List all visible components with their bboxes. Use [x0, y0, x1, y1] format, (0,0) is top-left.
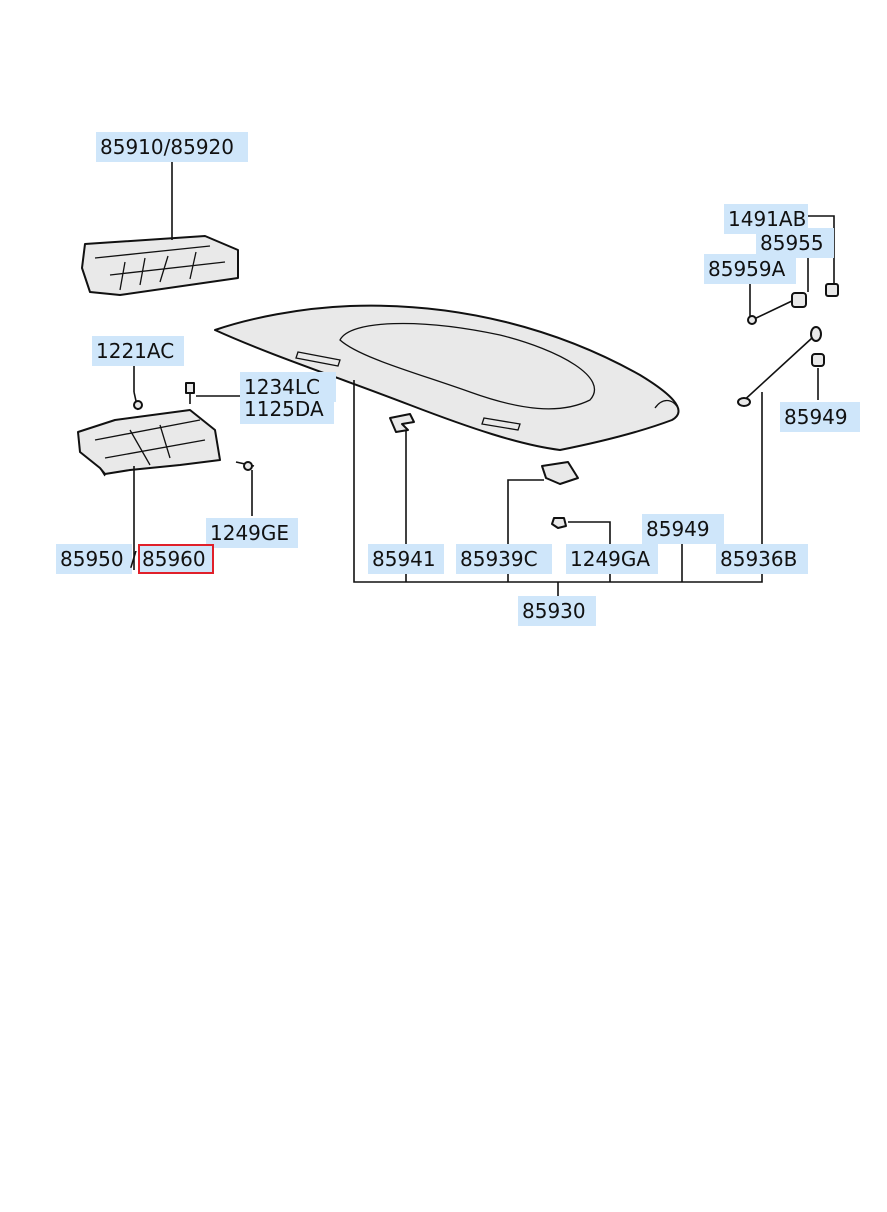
hinge-85939C[interactable] — [541, 461, 579, 485]
label-85950[interactable]: 85950 — [56, 544, 132, 574]
speaker-grille-part[interactable] — [81, 235, 239, 296]
bolt-1234LC[interactable] — [185, 382, 195, 404]
screw-1221AC[interactable] — [133, 391, 143, 411]
slash-separator: / — [163, 135, 171, 159]
nut-1491AB[interactable] — [825, 283, 839, 297]
label-85960-selected[interactable]: 85960 — [138, 544, 214, 574]
label-85941[interactable]: 85941 — [368, 544, 444, 574]
screw-1249GE[interactable] — [235, 461, 255, 471]
strap-85936B[interactable] — [737, 326, 822, 407]
package-tray-part[interactable] — [214, 304, 680, 451]
bushing-85949[interactable] — [811, 353, 825, 367]
label-85939C[interactable]: 85939C — [456, 544, 552, 574]
clip-85941[interactable] — [389, 413, 415, 433]
bracket-part[interactable] — [77, 409, 221, 477]
label-85949-bushing[interactable]: 85949 — [780, 402, 860, 432]
label-1125DA[interactable]: 1125DA — [240, 394, 334, 424]
slash-separator: / — [130, 547, 137, 571]
label-text-85920: 85920 — [170, 135, 234, 159]
label-85910-85920[interactable]: 85910/85920 — [96, 132, 248, 162]
leader-lines — [133, 160, 835, 596]
label-85959A[interactable]: 85959A — [704, 254, 796, 284]
label-1249GE[interactable]: 1249GE — [206, 518, 298, 548]
fastener-85959A[interactable] — [747, 299, 795, 325]
label-85955[interactable]: 85955 — [756, 228, 834, 258]
screw-1249GA[interactable] — [551, 517, 567, 529]
label-85936B[interactable]: 85936B — [716, 544, 808, 574]
label-1249GA[interactable]: 1249GA — [566, 544, 658, 574]
label-85930[interactable]: 85930 — [518, 596, 596, 626]
grommet-85955[interactable] — [791, 292, 807, 308]
label-85949-tray[interactable]: 85949 — [642, 514, 724, 544]
label-text-85910: 85910 — [100, 135, 164, 159]
label-1221AC[interactable]: 1221AC — [92, 336, 184, 366]
